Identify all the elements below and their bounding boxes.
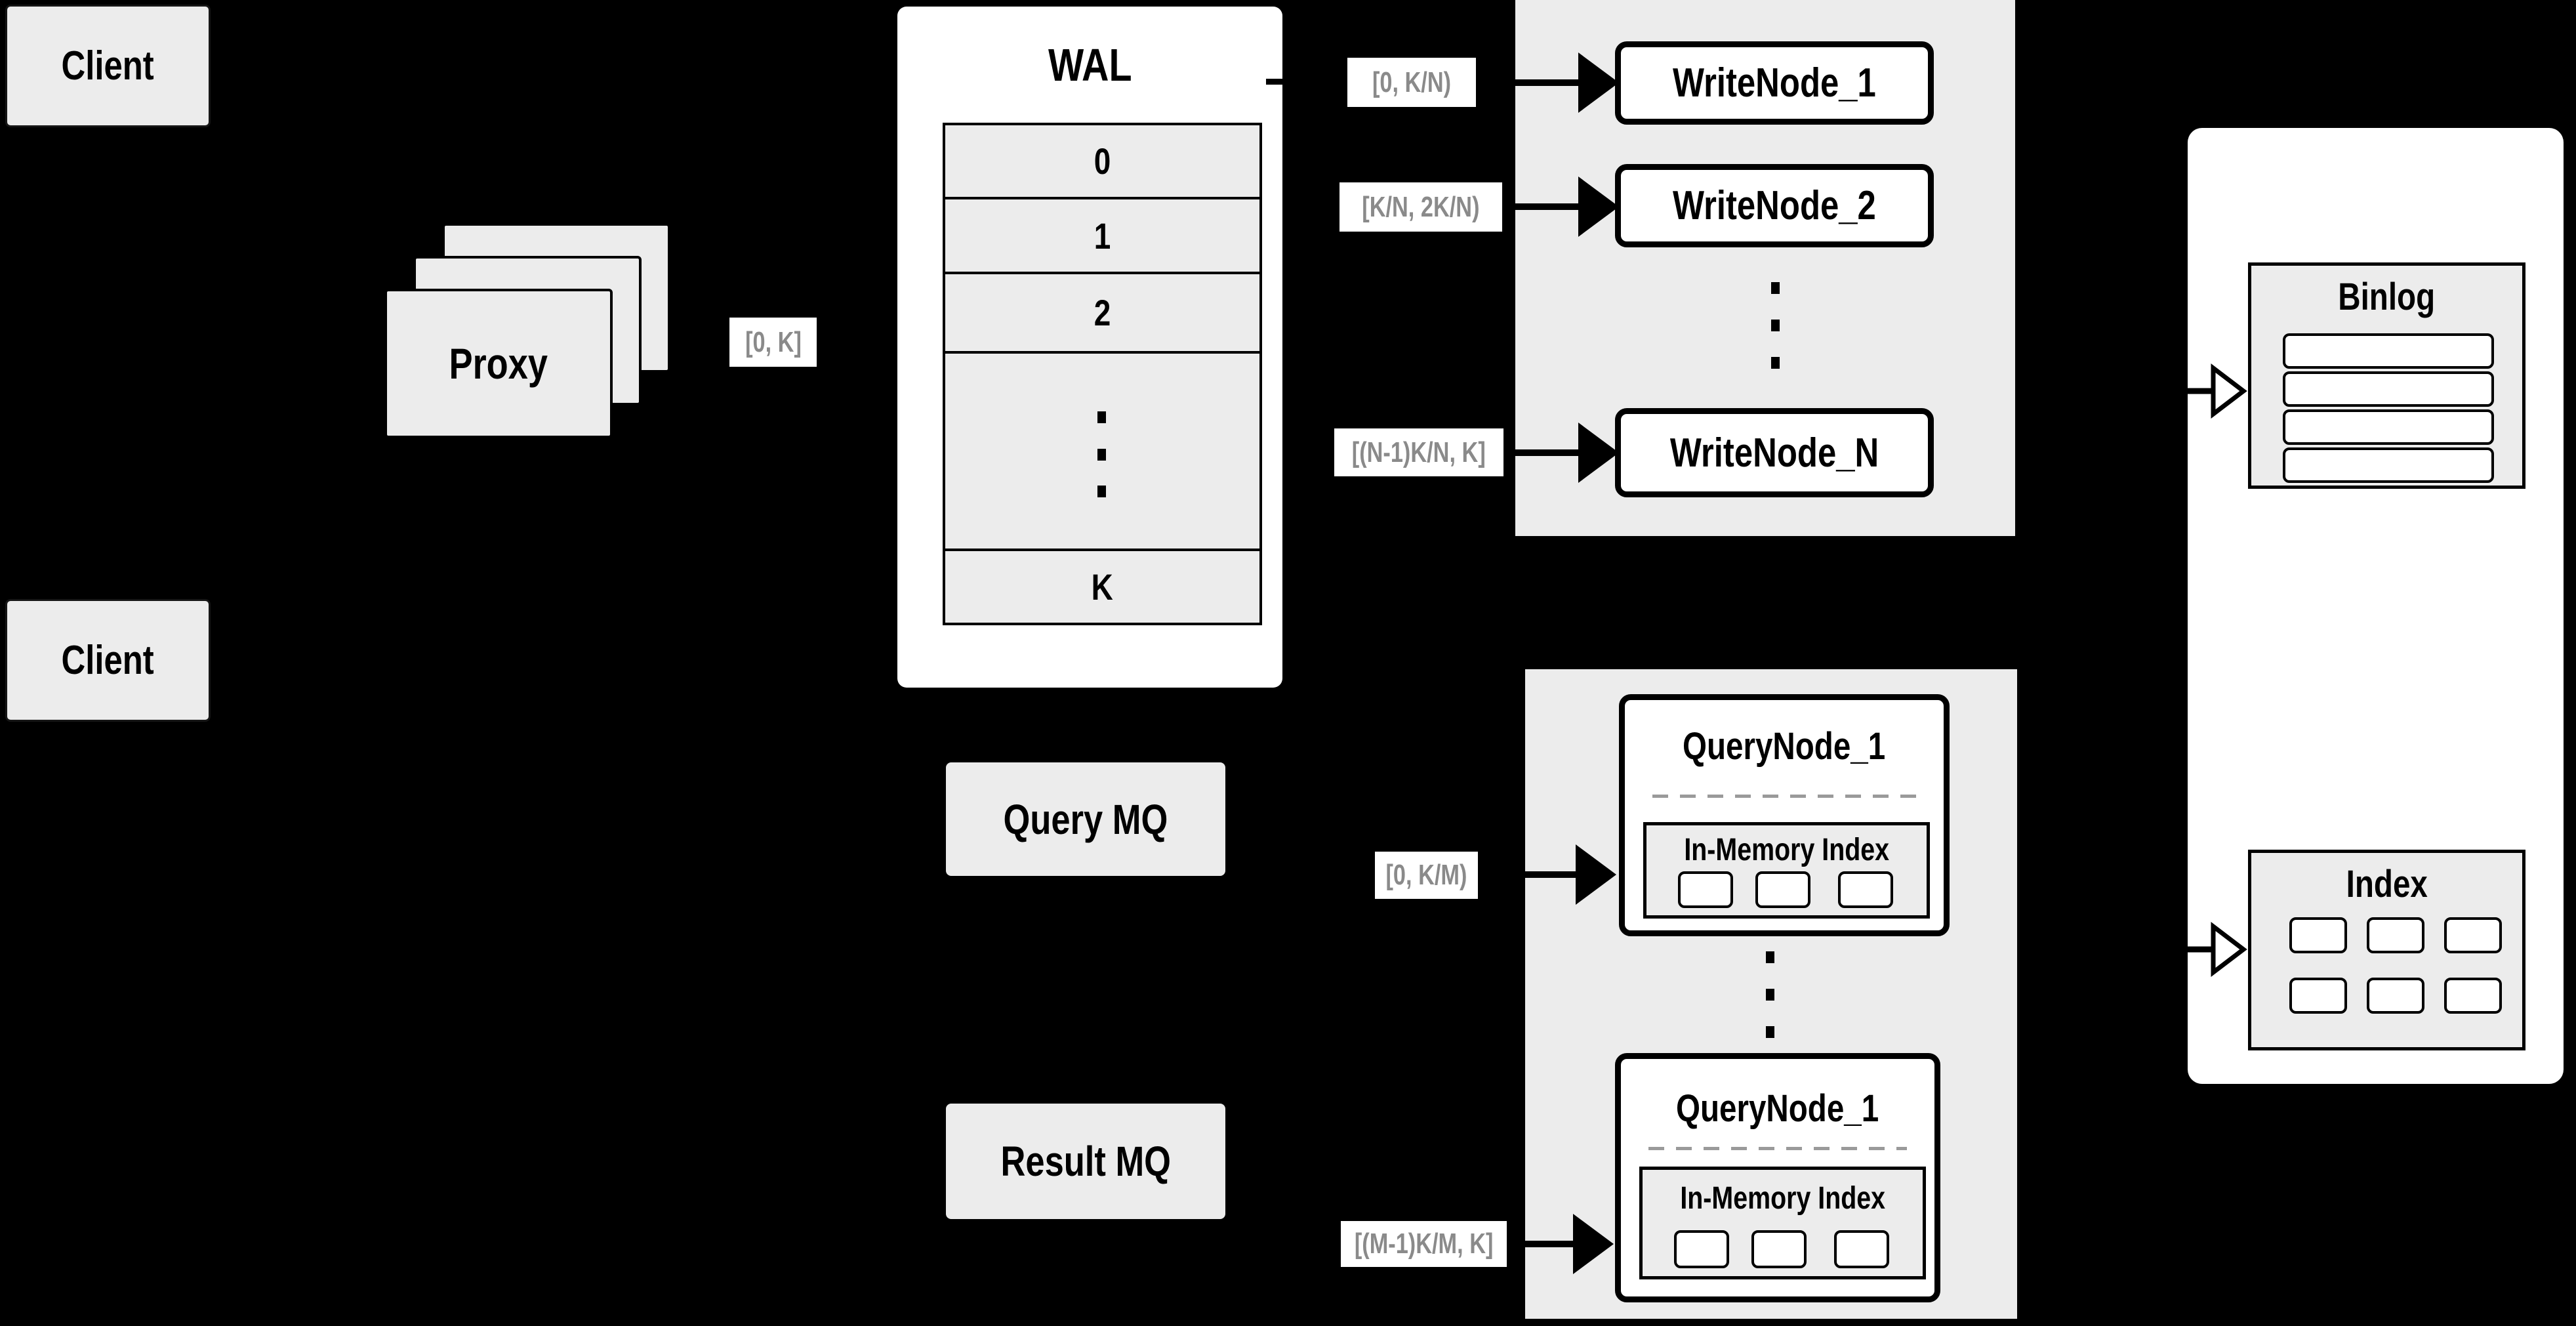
range-label-write-2: [K/N, 2K/N) (1339, 182, 1502, 232)
binlog-row-slot (2283, 409, 2494, 445)
wal-outgoing-line-stub (1266, 79, 1284, 85)
index-segment-slot (1834, 1230, 1889, 1268)
query-node-top-dashed-divider (1652, 795, 1916, 798)
range-label-query-m: [(M-1)K/M, K] (1341, 1221, 1507, 1267)
query-node-bottom-dashed-divider (1648, 1147, 1907, 1150)
arrow-open-to-index (2186, 921, 2247, 978)
wal-row-0: 0 (945, 125, 1259, 199)
inmemory-index-title-top: In-Memory Index (1684, 832, 1889, 867)
index-cell-slot (2367, 917, 2424, 953)
wal-row-k: K (1091, 566, 1114, 608)
client-top-label: Client (61, 43, 155, 89)
query-node-top-inmemory-index: In-Memory Index (1643, 822, 1930, 919)
index-segment-slot (1674, 1230, 1729, 1268)
arrow-open-to-binlog (2186, 363, 2247, 419)
binlog-row-slot (2283, 447, 2494, 483)
range-label-proxy-text: [0, K] (745, 325, 802, 358)
query-node-bottom-inmemory-index: In-Memory Index (1639, 1167, 1926, 1279)
wal-row-ellipsis (945, 354, 1259, 551)
result-mq-box: Result MQ (946, 1104, 1225, 1219)
query-node-bottom-box: QueryNode_1 In-Memory Index (1615, 1053, 1940, 1302)
range-label-write-n: [(N-1)K/N, K] (1334, 428, 1503, 476)
binlog-row-slot (2283, 371, 2494, 407)
wal-title: WAL (1048, 39, 1132, 91)
binlog-title: Binlog (2338, 275, 2436, 318)
client-box-top: Client (5, 5, 211, 127)
index-segment-slot (1838, 871, 1893, 908)
query-mq-box: Query MQ (946, 762, 1225, 876)
range-label-write-1: [0, K/N) (1347, 58, 1476, 107)
write-node-n-box: WriteNode_N (1615, 408, 1934, 497)
proxy-label: Proxy (449, 339, 548, 388)
write-node-2-box: WriteNode_2 (1615, 164, 1934, 247)
proxy-box: Proxy (384, 289, 613, 438)
client-bottom-label: Client (61, 638, 155, 683)
index-cell-slot (2289, 917, 2347, 953)
store-engine-box: Store Engine Binlog Index (2188, 128, 2564, 1084)
wal-row-1: 1 (945, 199, 1259, 274)
index-segment-slot (1755, 871, 1810, 908)
query-node-bottom-title: QueryNode_1 (1676, 1087, 1879, 1130)
range-label-query-1: [0, K/M) (1375, 852, 1478, 899)
query-node-top-box: QueryNode_1 In-Memory Index (1619, 694, 1950, 936)
client-box-bottom: Client (5, 599, 211, 722)
wal-row-2: 2 (945, 274, 1259, 354)
index-segment-slot (1751, 1230, 1807, 1268)
index-cell-slot (2367, 978, 2424, 1014)
index-cell-slot (2444, 917, 2502, 953)
query-node-top-title: QueryNode_1 (1683, 724, 1886, 768)
write-node-1-box: WriteNode_1 (1615, 41, 1934, 125)
index-segment-slot (1678, 871, 1733, 908)
binlog-box: Binlog (2248, 262, 2525, 489)
index-box: Index (2248, 850, 2525, 1050)
range-label-proxy: [0, K] (729, 318, 817, 367)
index-cell-slot (2444, 978, 2502, 1014)
index-cell-slot (2289, 978, 2347, 1014)
index-title: Index (2346, 862, 2428, 905)
inmemory-index-title-bottom: In-Memory Index (1680, 1180, 1885, 1216)
binlog-row-slot (2283, 333, 2494, 369)
wal-table: 0 1 2 K (943, 123, 1262, 625)
